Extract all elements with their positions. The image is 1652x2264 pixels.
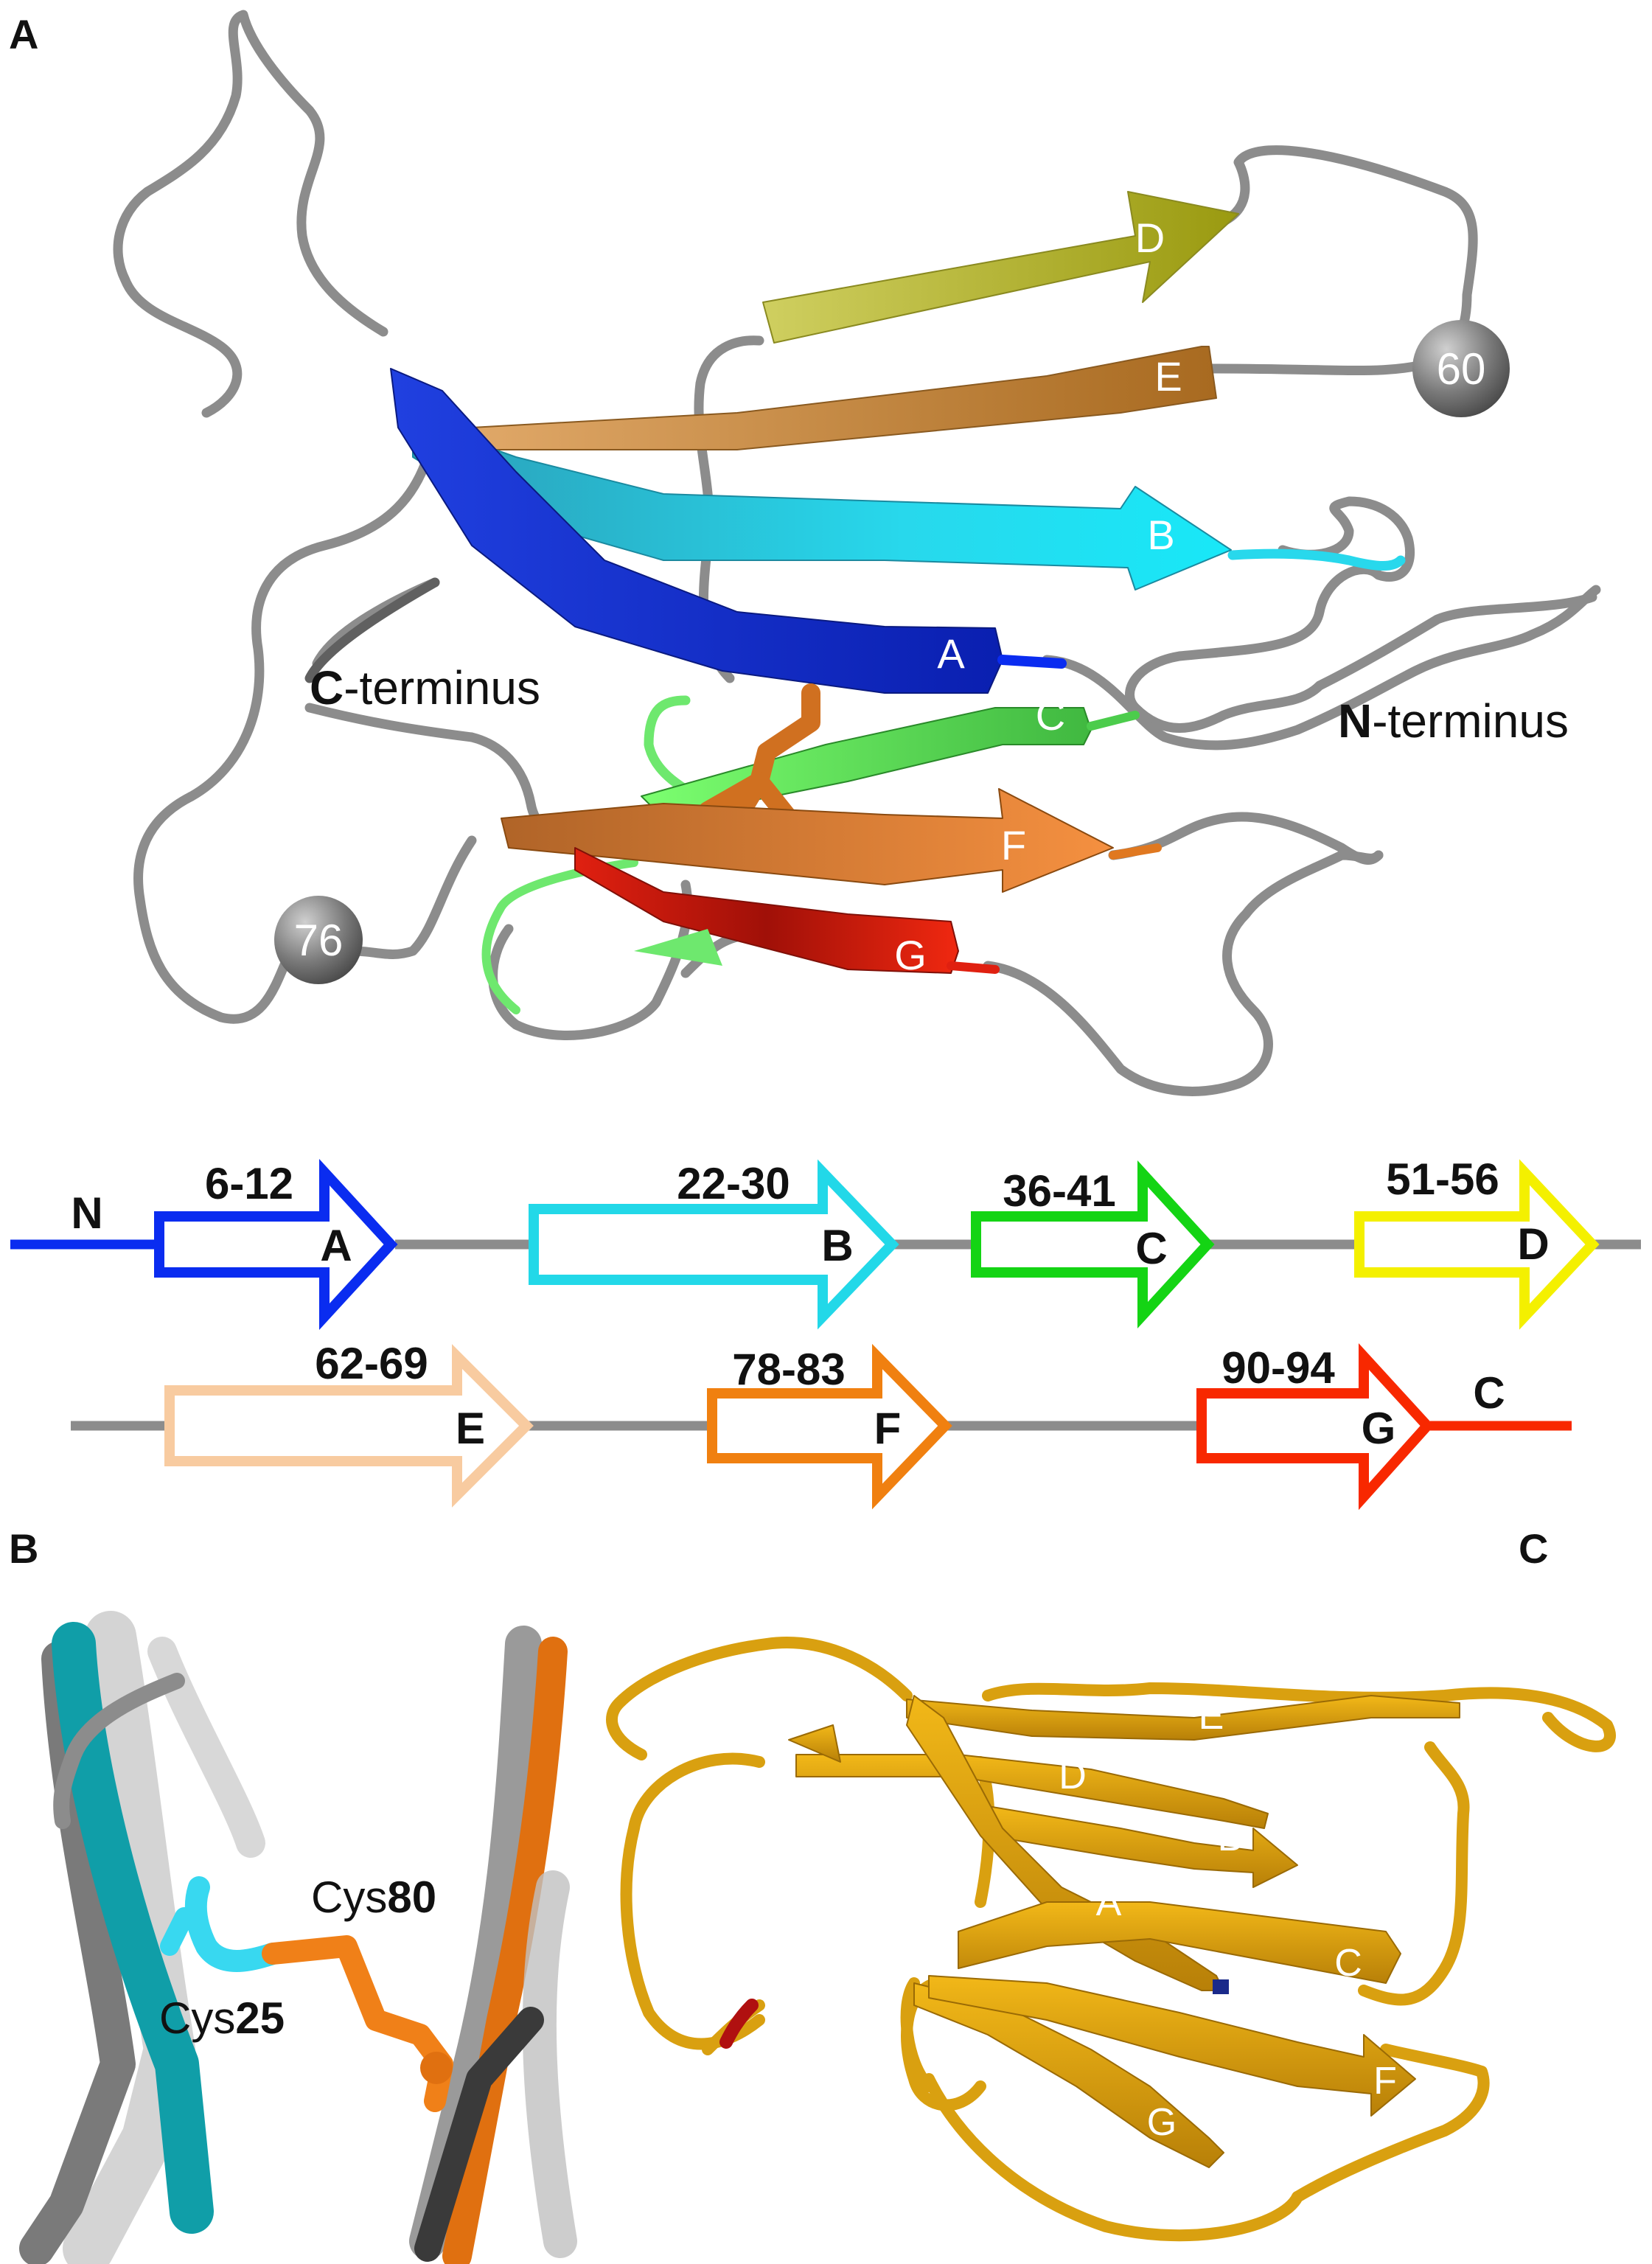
strand-label-e: E [1154,353,1182,400]
topo-arrow-a [154,1159,398,1330]
cys80-prefix: Cys [311,1873,387,1922]
strand-d [762,191,1239,344]
topo-range-c: 36-41 [1003,1166,1115,1216]
cys25-stick [184,1876,284,1972]
ribbon-d [795,1754,1269,1829]
cys25-prefix: Cys [159,1993,235,2043]
ribbon-label-a: A [1096,1881,1122,1924]
topo-arrow-e [164,1344,534,1508]
topology-diagram [10,1159,1641,1511]
panel-b-structure [19,1611,577,2264]
topo-letter-b: B [821,1221,853,1270]
n-terminus-rest: -terminus [1372,694,1569,748]
c-terminus-coil [304,577,440,683]
n-terminus-label: N-terminus [1338,694,1569,748]
cys25-stick-2 [160,1907,194,1956]
topo-arrow-f [707,1343,952,1510]
ribbon-label-c: C [1334,1942,1362,1985]
ribbon-label-e: E [1199,1695,1224,1738]
panel-b-label: B [9,1525,38,1572]
ribbon-label-d: D [1059,1755,1087,1797]
strand-f-tail [1109,843,1162,860]
n-terminus-bold: N [1338,694,1372,748]
ribbon-label-b: B [1218,1817,1244,1859]
ribbon-g [913,1982,1224,2168]
c-terminus-label: C-terminus [310,661,540,714]
topo-letter-e: E [456,1404,485,1453]
ribbon-arrowhead-left [788,1724,841,1763]
topo-arrow-c [971,1160,1215,1328]
cys25-label: Cys25 [159,1993,285,2043]
topo-range-e: 62-69 [315,1339,428,1388]
cys80-number: 80 [387,1873,436,1922]
panel-c-label: C [1519,1525,1548,1572]
orange-strand [442,1637,568,2264]
sphere-60 [1412,320,1510,417]
topo-letter-f: F [874,1404,902,1453]
topo-range-a: 6-12 [205,1159,293,1208]
topo-n-label: N [71,1188,102,1238]
ribbon-f [928,1975,1416,2117]
strand-label-f: F [1001,822,1026,868]
topo-arrow-g [1196,1342,1435,1511]
gray-coil-b [53,1673,185,1829]
topo-range-g: 90-94 [1221,1343,1335,1393]
ribbon-b [987,1805,1298,1888]
strand-c-tail [1087,711,1140,731]
strand-label-b: B [1147,512,1174,558]
ribbon-e [906,1695,1460,1741]
ribbon-label-f: F [1373,2060,1397,2103]
strand-g-arrowhead [634,929,722,966]
panel-a-label: A [9,11,38,58]
topo-letter-c: C [1135,1224,1167,1273]
c-terminus-bold: C [310,661,344,714]
gray-strand-right-1 [409,1626,542,2260]
strand-f [501,788,1114,893]
topo-letter-g: G [1362,1404,1396,1453]
sphere-76 [274,896,363,984]
topo-arrow-d [1354,1159,1600,1330]
topo-range-b: 22-30 [677,1159,790,1208]
red-loop-segment [719,1999,759,2049]
gray-strand-right-2 [522,1870,577,2258]
topo-letter-d: D [1517,1219,1549,1269]
teal-strand [52,1622,214,2234]
topo-c-label: C [1473,1368,1505,1418]
c-terminus-rest: -terminus [344,661,540,714]
panel-a-structure [113,10,1601,1096]
topo-arrow-b [529,1159,899,1330]
gold-loops [606,1637,1616,2242]
cys80-atom [420,2052,453,2084]
topo-range-f: 78-83 [732,1345,845,1394]
strand-a-tail [997,655,1067,669]
cyan-loop [1227,548,1406,571]
ribbon-label-g: G [1147,2101,1177,2144]
dark-strand-right [414,2007,544,2262]
cys25-number: 25 [235,1993,285,2043]
topo-range-d: 51-56 [1386,1154,1499,1204]
panel-c-structure [606,1637,1616,2242]
strand-g-tail [947,961,1000,974]
strand-e [471,346,1217,450]
ribbon-c [958,1901,1401,1984]
topo-letter-a: A [320,1221,352,1270]
sphere-60-label: 60 [1437,344,1486,394]
strand-label-a: A [937,630,965,677]
strand-label-g: G [894,932,927,978]
ribbon-a-end [1213,1979,1229,1994]
cys80-label: Cys80 [311,1873,436,1922]
sphere-76-label: 76 [294,916,344,965]
strand-label-d: D [1135,215,1165,261]
disulfide-stick [262,1935,453,2112]
strand-label-c: C [1036,692,1065,739]
n-terminus-coil [1042,585,1601,750]
